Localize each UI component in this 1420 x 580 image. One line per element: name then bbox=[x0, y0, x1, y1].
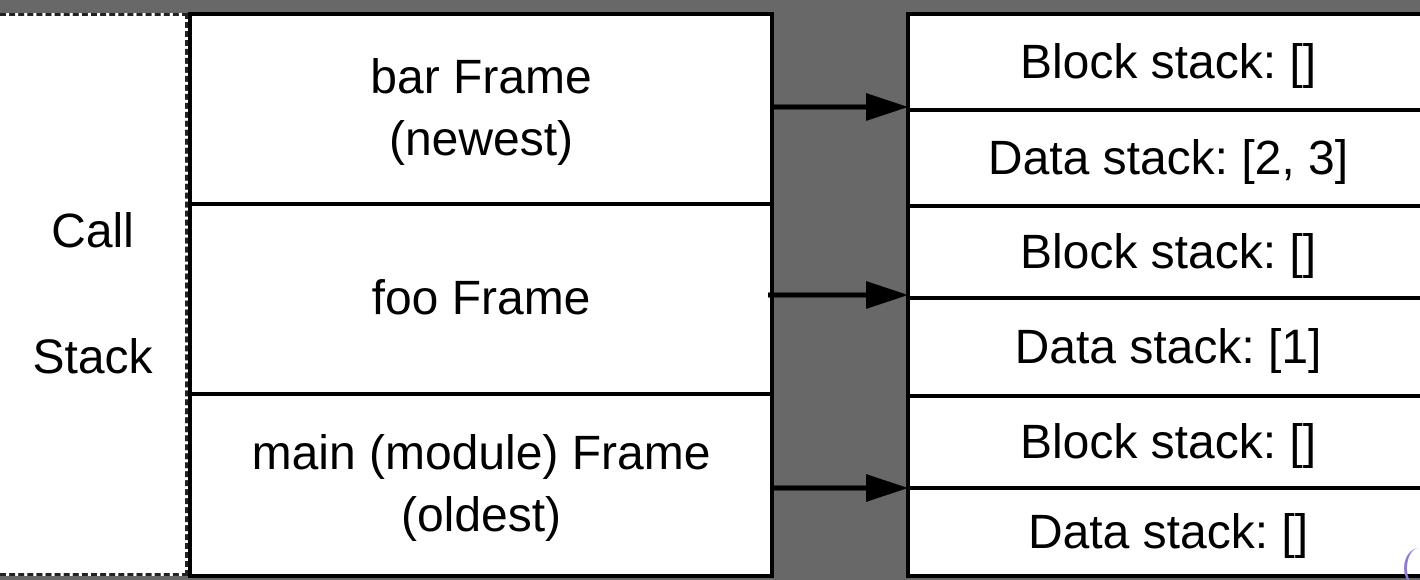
block-stack-foo-text: Block stack: [] bbox=[1019, 225, 1317, 279]
data-stack-foo: Data stack: [1] bbox=[910, 296, 1420, 394]
frame-main-subtitle: (oldest) bbox=[400, 489, 562, 542]
frame-bar-subtitle: (newest) bbox=[388, 113, 574, 166]
block-stack-main: Block stack: [] bbox=[910, 394, 1420, 486]
corner-mark bbox=[1404, 548, 1420, 580]
frame-main-title: main (module) Frame bbox=[251, 427, 711, 480]
frame-foo-title: foo Frame bbox=[371, 272, 591, 325]
call-stack-label-line1: Call bbox=[51, 204, 134, 258]
data-stack-bar-text: Data stack: [2, 3] bbox=[987, 131, 1349, 185]
arrow-bar bbox=[772, 93, 908, 121]
data-stack-foo-text: Data stack: [1] bbox=[1014, 320, 1322, 374]
block-stack-bar-text: Block stack: [] bbox=[1019, 35, 1317, 89]
arrow-main bbox=[772, 474, 908, 502]
frame-bar: bar Frame (newest) bbox=[192, 16, 770, 202]
data-stack-main: Data stack: [] bbox=[910, 486, 1420, 574]
frame-bar-title: bar Frame bbox=[370, 51, 592, 104]
arrow-foo bbox=[768, 281, 908, 309]
frame-foo: foo Frame bbox=[192, 202, 770, 392]
block-stack-foo: Block stack: [] bbox=[910, 204, 1420, 296]
data-stack-bar: Data stack: [2, 3] bbox=[910, 108, 1420, 204]
frames-column: bar Frame (newest) foo Frame main (modul… bbox=[188, 12, 774, 578]
frame-main: main (module) Frame (oldest) bbox=[192, 392, 770, 574]
call-stack-label: Call Stack bbox=[0, 13, 188, 576]
block-stack-bar: Block stack: [] bbox=[910, 16, 1420, 108]
stacks-column: Block stack: [] Data stack: [2, 3] Block… bbox=[906, 12, 1420, 578]
data-stack-main-text: Data stack: [] bbox=[1027, 505, 1309, 559]
call-stack-label-line2: Stack bbox=[32, 330, 153, 384]
block-stack-main-text: Block stack: [] bbox=[1019, 415, 1317, 469]
